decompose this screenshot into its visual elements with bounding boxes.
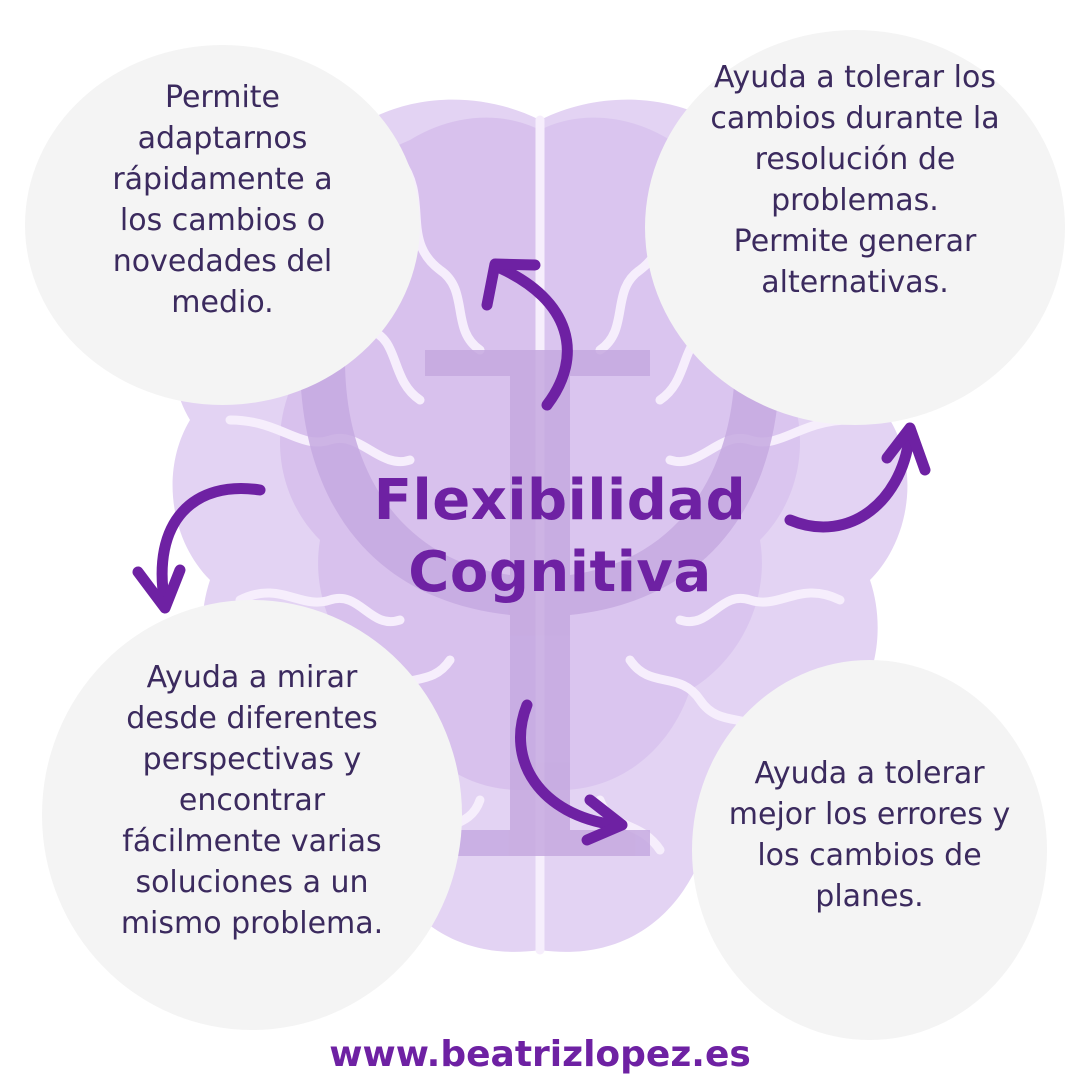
benefit-bubble-top-left: Permite adaptarnos rápidamente a los cam… xyxy=(25,45,420,405)
curved-arrow-icon xyxy=(784,422,931,533)
benefit-bubble-bottom-left: Ayuda a mirar desde diferentes perspecti… xyxy=(42,600,462,1030)
title-line-2: Cognitiva xyxy=(408,540,712,605)
curved-arrow-icon xyxy=(132,483,266,614)
benefit-bubble-bottom-right: Ayuda a tolerar mejor los errores y los … xyxy=(692,660,1047,1040)
title-line-1: Flexibilidad xyxy=(373,468,747,533)
benefit-text: Ayuda a tolerar mejor los errores y los … xyxy=(728,756,1011,914)
benefit-text: Permite adaptarnos rápidamente a los cam… xyxy=(112,80,333,320)
curved-arrow-icon xyxy=(481,258,573,411)
main-title: Flexibilidad Cognitiva xyxy=(340,465,780,609)
website-url[interactable]: www.beatrizlopez.es xyxy=(329,1034,751,1075)
benefit-text: Ayuda a tolerar los cambios durante la r… xyxy=(710,60,1000,300)
benefit-bubble-top-right: Ayuda a tolerar los cambios durante la r… xyxy=(645,30,1065,425)
benefit-text: Ayuda a mirar desde diferentes perspecti… xyxy=(120,659,384,941)
curved-arrow-icon xyxy=(515,699,628,846)
